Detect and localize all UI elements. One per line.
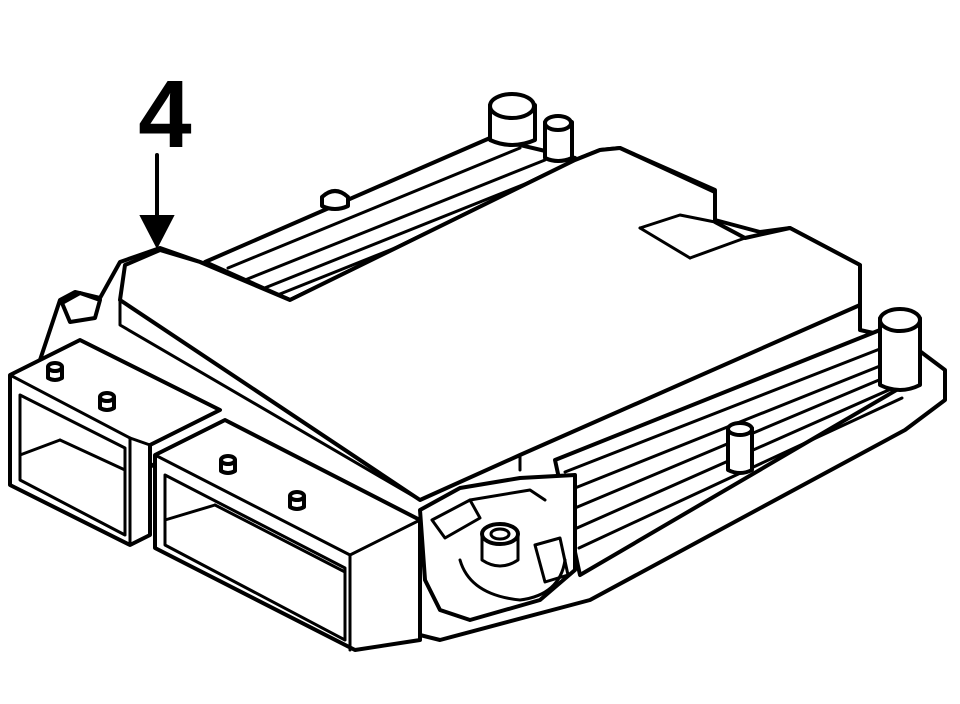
connector-right-pin-2: [288, 490, 306, 511]
right-mounting-post: [878, 307, 922, 392]
callout-number: 4: [138, 61, 191, 168]
side-pin: [726, 421, 754, 475]
front-mounting-bracket: [418, 473, 577, 622]
connector-left: [8, 338, 222, 547]
rear-mounting-post: [488, 92, 537, 147]
connector-left-pin-2: [98, 391, 116, 412]
rear-tab: [320, 189, 350, 211]
callout-arrow: [139, 153, 175, 250]
connector-left-pin-1: [46, 361, 64, 382]
left-mounting-tab: [60, 291, 102, 324]
connector-right: [153, 418, 422, 652]
rear-small-post: [543, 114, 574, 163]
connector-right-pin-1: [219, 454, 237, 475]
